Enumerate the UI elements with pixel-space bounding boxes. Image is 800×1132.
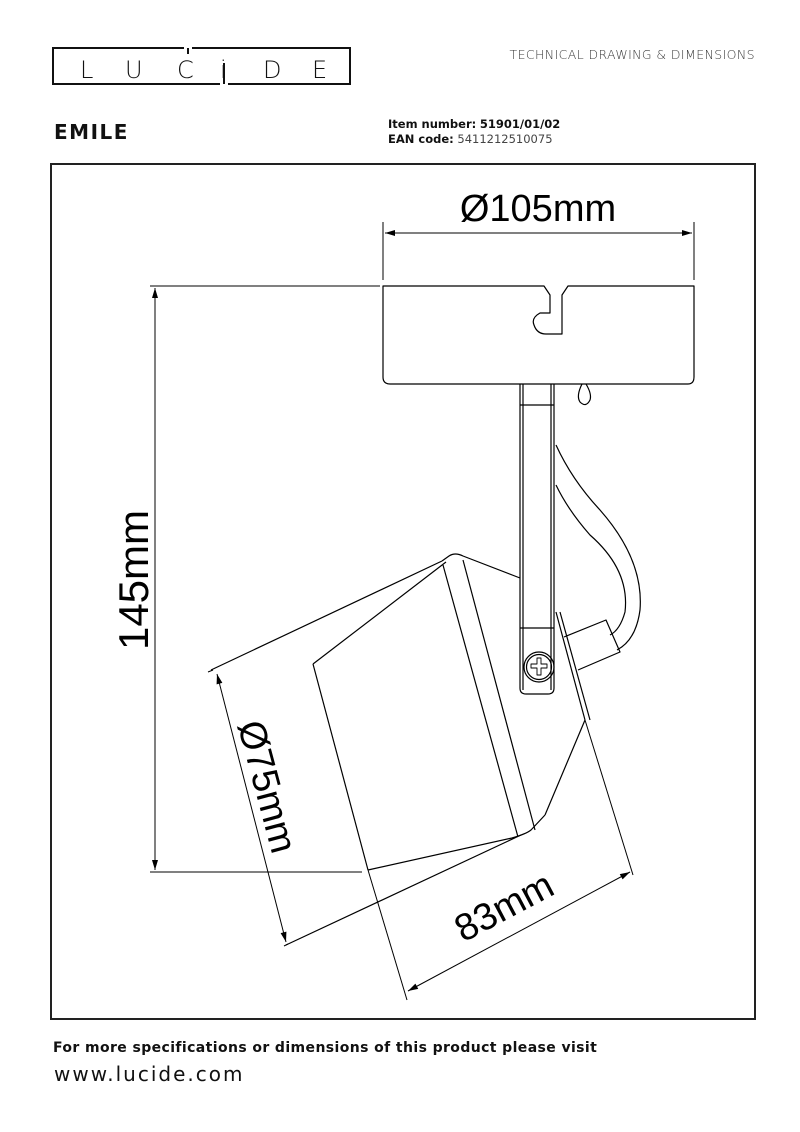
item-number-line: Item number: 51901/01/02 [388, 117, 560, 132]
cable-connector [563, 619, 621, 671]
base-diameter-label: Ø105mm [460, 188, 616, 230]
lamp-head [210, 553, 591, 946]
ceiling-base [382, 285, 695, 385]
item-number-value: 51901/01/02 [479, 117, 561, 131]
hook-loop [577, 383, 592, 406]
product-name: EMILE [54, 120, 129, 144]
power-cable [555, 444, 641, 651]
head-diameter-label: Ø75mm [229, 716, 305, 857]
footer-note: For more specifications or dimensions of… [53, 1040, 598, 1056]
drawing-frame [50, 163, 756, 1020]
logo-letter-d: D [263, 56, 281, 84]
logo-letter-u: U [125, 56, 143, 84]
item-info: Item number: 51901/01/02 EAN code: 54112… [388, 117, 560, 147]
dimension-head-diameter [207, 669, 289, 947]
logo-letter-e: E [312, 56, 327, 84]
total-height-label: 145mm [110, 510, 157, 650]
dimension-base-diameter [382, 222, 695, 280]
item-number-label: Item number: [388, 117, 477, 131]
ean-line: EAN code: 5411212510075 [388, 132, 560, 147]
ean-value: 5411212510075 [457, 132, 553, 146]
website-link[interactable]: www.lucide.com [54, 1062, 245, 1086]
logo-letter-i: i [220, 56, 227, 84]
logo-letter-c: C [177, 56, 194, 84]
ean-label: EAN code: [388, 132, 454, 146]
support-arm [519, 384, 555, 695]
dimension-head-length [367, 719, 634, 1001]
lucide-logo: L U C i D E [52, 47, 351, 85]
document-type-label: TECHNICAL DRAWING & DIMENSIONS [509, 47, 755, 62]
head-length-label: 83mm [448, 864, 561, 951]
logo-letter-l: L [80, 56, 93, 84]
